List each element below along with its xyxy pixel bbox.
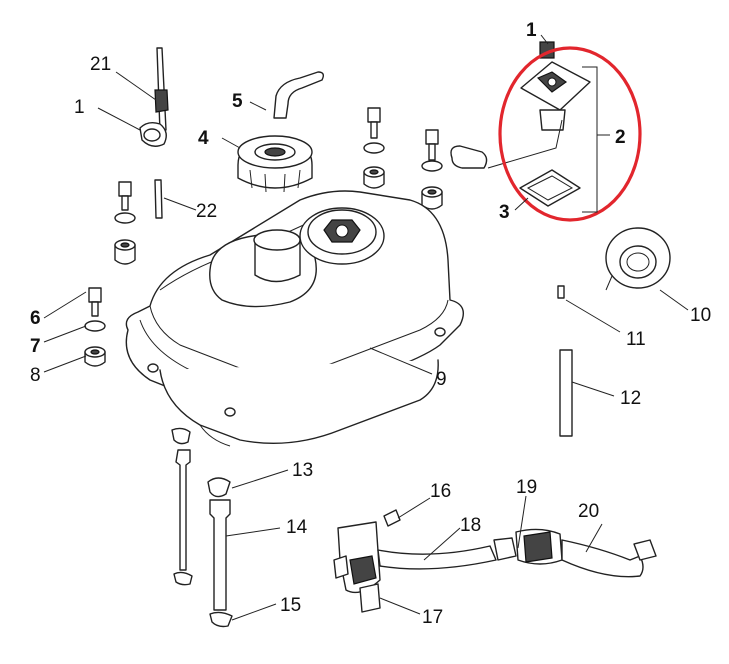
- callout-11: 11: [626, 329, 646, 350]
- callout-9: 9: [436, 369, 447, 390]
- fuel-cap: [237, 135, 313, 193]
- leader-lines: [43, 34, 689, 621]
- callout-2: 2: [615, 127, 626, 148]
- mount-hardware-left: [84, 287, 106, 367]
- mount-hardware-right: [421, 129, 443, 210]
- sender-rod: [139, 47, 169, 219]
- filler-neck: [209, 229, 317, 308]
- mount-hardware-left-upper: [114, 181, 136, 265]
- callout-20: 20: [578, 501, 600, 522]
- fuel-pump-assembly: [450, 41, 642, 222]
- callout-13: 13: [292, 460, 314, 481]
- mount-hardware-mid: [363, 107, 385, 189]
- callout-10: 10: [690, 305, 712, 326]
- callout-15: 15: [280, 595, 302, 616]
- fuel-tank: [125, 190, 464, 447]
- highlight-circle: [498, 46, 642, 222]
- fuel-valve-assembly: [333, 509, 657, 613]
- callout-21: 21: [90, 54, 112, 75]
- callout-7: 7: [30, 336, 41, 357]
- callout-4: 4: [198, 128, 209, 149]
- callout-14: 14: [286, 517, 308, 538]
- callout-16: 16: [430, 481, 452, 502]
- callout-5: 5: [232, 91, 243, 112]
- callout-1-top: 1: [526, 20, 537, 41]
- callout-3: 3: [499, 202, 510, 223]
- fuel-line-left: [171, 427, 193, 586]
- callout-6: 6: [30, 308, 41, 329]
- callout-17: 17: [422, 607, 444, 628]
- strainer: [605, 227, 671, 291]
- callout-1-left: 1: [74, 97, 85, 118]
- callout-8: 8: [30, 365, 41, 386]
- callout-12: 12: [620, 388, 642, 409]
- vent-tube: [273, 71, 325, 119]
- pin: [557, 285, 565, 299]
- pump-mount: [299, 207, 385, 265]
- tube-12: [559, 349, 573, 437]
- callout-22: 22: [196, 201, 218, 222]
- fuel-line-right: [207, 477, 233, 628]
- callout-18: 18: [460, 515, 482, 536]
- callout-19: 19: [516, 477, 538, 498]
